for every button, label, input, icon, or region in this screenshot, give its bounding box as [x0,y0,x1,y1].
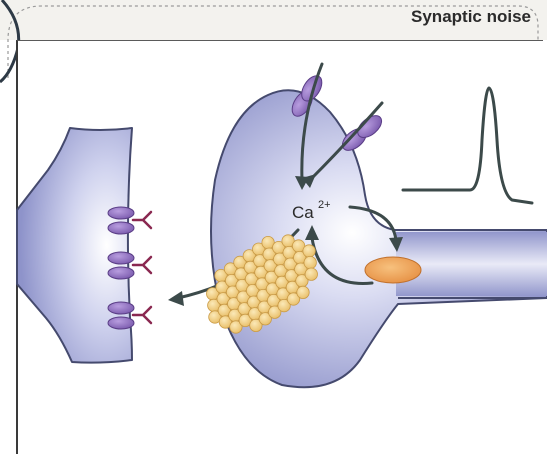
ion-charge: 2+ [318,199,331,211]
synaptic-vesicle [297,286,309,298]
action-potential-trace [403,88,532,203]
calcium-store-organelle [365,257,421,283]
ion-label: Ca [292,203,314,222]
synaptic-vesicle [305,268,317,280]
synaptic-vesicle [304,256,316,268]
synaptic-vesicle [303,245,315,257]
